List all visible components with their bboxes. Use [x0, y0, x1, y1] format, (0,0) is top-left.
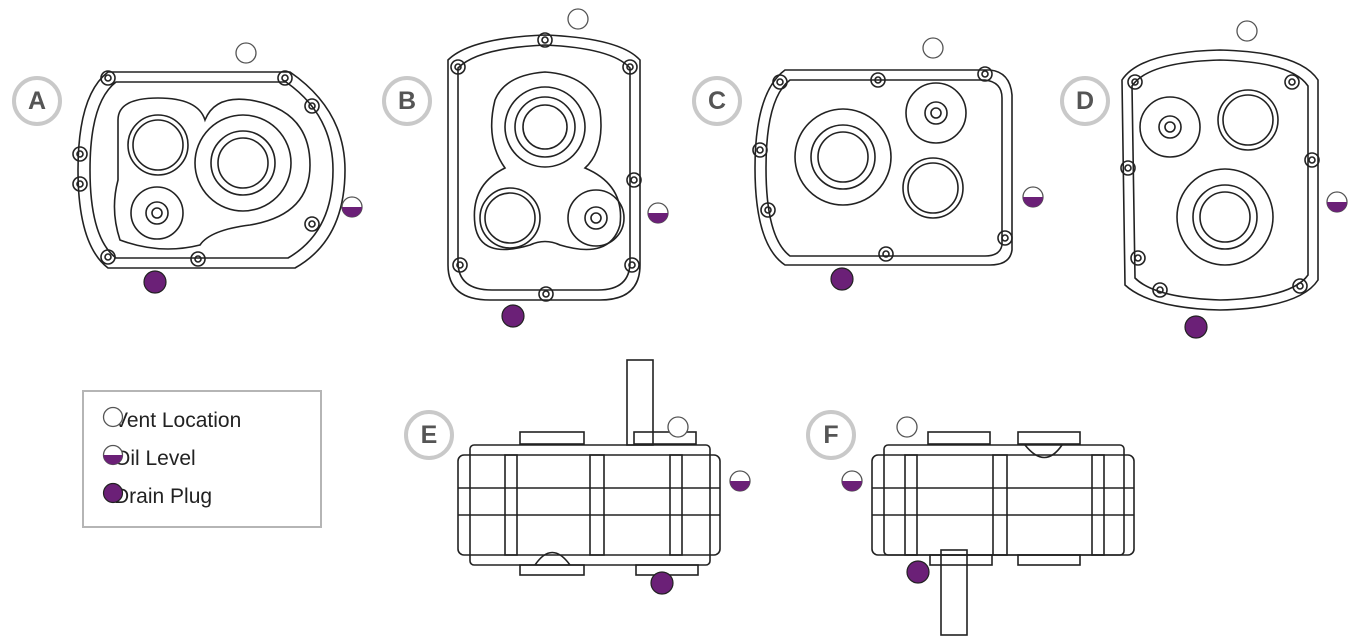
- vent-marker-b: [567, 8, 589, 30]
- vent-marker-a: [235, 42, 257, 64]
- position-label-b: B: [382, 76, 432, 126]
- mounting-bolts-c: [752, 66, 1013, 262]
- drain-plug-marker-c: [830, 267, 854, 291]
- position-label-d: D: [1060, 76, 1110, 126]
- position-letter-e: E: [420, 420, 438, 449]
- legend-item-oil-level: Oil Level: [102, 444, 196, 474]
- oil-level-marker-c: [1022, 186, 1044, 208]
- gearbox-d-face-view: [1120, 49, 1320, 311]
- drain-plug-marker-b: [501, 304, 525, 328]
- position-label-c: C: [692, 76, 742, 126]
- mounting-bolts-d: [1120, 74, 1320, 298]
- oil-level-marker-e: [729, 470, 751, 492]
- position-label-e: E: [404, 410, 454, 460]
- legend-label-drain: Drain Plug: [114, 485, 213, 508]
- legend-label-oil-level: Oil Level: [114, 447, 196, 470]
- position-letter-b: B: [397, 86, 417, 115]
- vent-location-icon: [102, 406, 124, 428]
- position-label-a: A: [12, 76, 62, 126]
- drain-plug-icon: [102, 482, 124, 504]
- oil-level-marker-a: [341, 196, 363, 218]
- gearbox-c-face-view: [752, 66, 1013, 266]
- drain-plug-marker-a: [143, 270, 167, 294]
- position-markers: [143, 8, 1348, 595]
- legend: Vent Location Oil Level Drain Plug: [82, 390, 322, 528]
- oil-level-marker-d: [1326, 191, 1348, 213]
- position-label-f: F: [806, 410, 856, 460]
- drain-plug-marker-d: [1184, 315, 1208, 339]
- legend-label-vent: Vent Location: [114, 409, 242, 432]
- oil-level-marker-f: [841, 470, 863, 492]
- gearbox-f-side-view: [871, 431, 1135, 636]
- vent-marker-f: [896, 416, 918, 438]
- position-letter-d: D: [1075, 86, 1095, 115]
- legend-item-vent: Vent Location: [102, 406, 241, 436]
- gearbox-e-side-view: [457, 359, 721, 576]
- mounting-bolts-a: [72, 70, 320, 267]
- legend-item-drain: Drain Plug: [102, 482, 212, 512]
- position-letter-f: F: [823, 420, 839, 449]
- vent-marker-d: [1236, 20, 1258, 42]
- mounting-bolts-b: [450, 32, 642, 302]
- vent-marker-e: [667, 416, 689, 438]
- oil-level-marker-b: [647, 202, 669, 224]
- position-letter-c: C: [707, 86, 727, 115]
- position-letter-a: A: [27, 86, 47, 115]
- drain-plug-marker-e: [650, 571, 674, 595]
- drain-plug-marker-f: [906, 560, 930, 584]
- gearbox-a-face-view: [72, 70, 346, 269]
- vent-marker-c: [922, 37, 944, 59]
- oil-level-icon: [102, 444, 124, 466]
- gearbox-b-face-view: [447, 32, 642, 302]
